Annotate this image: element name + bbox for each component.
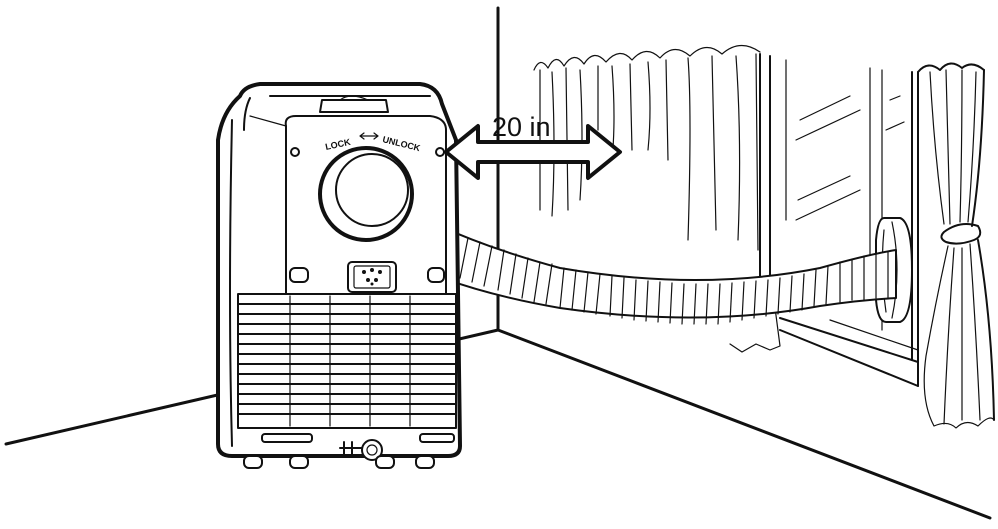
dimension-label: 20 in — [492, 112, 551, 142]
curtain-tieback — [917, 62, 995, 429]
control-panel-icon — [347, 261, 397, 293]
dimension-arrow — [444, 124, 622, 180]
intake-grille — [237, 293, 457, 429]
portable-air-conditioner: LOCK UNLOCK — [216, 82, 462, 469]
lock-unlock-arrow-icon — [359, 132, 379, 140]
caster-wheels — [243, 455, 435, 469]
drain-plug-icon — [339, 439, 383, 461]
